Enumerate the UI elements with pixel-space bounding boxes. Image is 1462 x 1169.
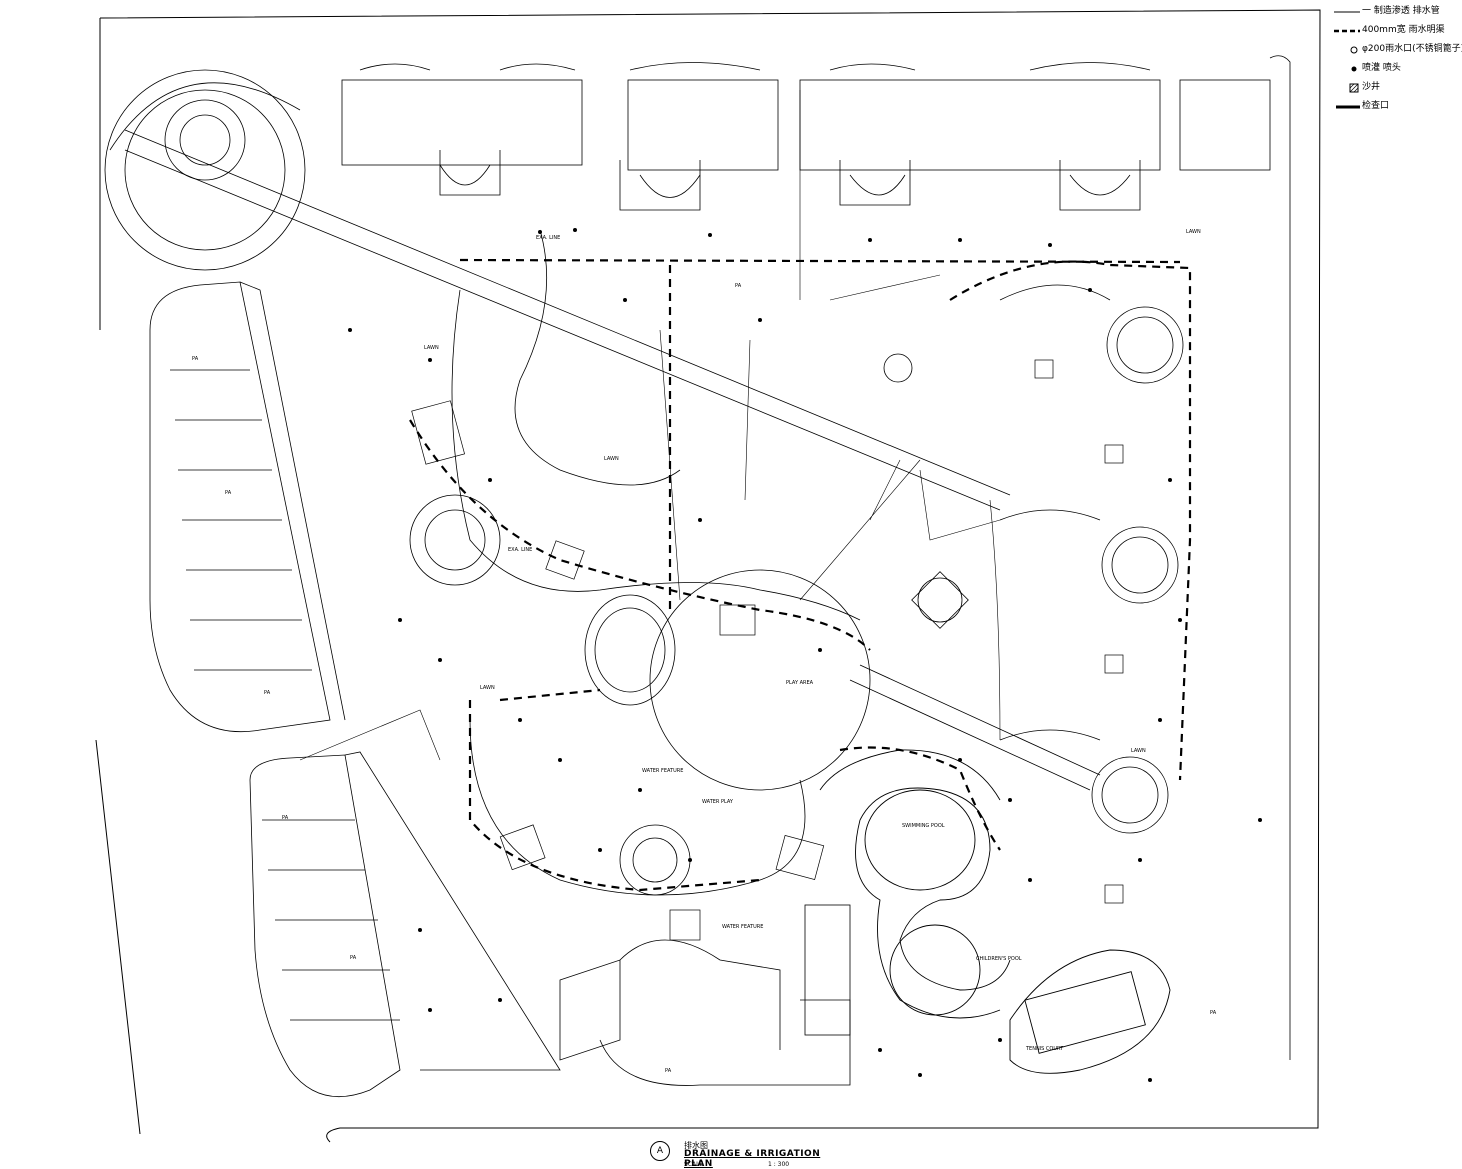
area-label-exa-line: EXA. LINE	[508, 547, 533, 553]
area-label-water-play: WATER PLAY	[702, 799, 733, 805]
central-garden	[409, 229, 871, 896]
scale-value: 1 : 300	[768, 1161, 790, 1168]
parking-strip-bottomleft	[249, 751, 561, 1097]
tennis-court	[1009, 949, 1171, 1074]
scale-label: SCALE	[684, 1161, 704, 1168]
legend-dashed-line-icon	[1334, 29, 1360, 33]
area-label-pa: PA	[1210, 1010, 1217, 1016]
site-boundary	[95, 9, 1321, 1143]
parking-strip-left	[149, 281, 346, 733]
area-label-swimming-pool: SWIMMING POOL	[902, 823, 945, 829]
area-label-pa: PA	[192, 356, 199, 362]
title-block: A 排水图 DRAINAGE & IRRIGATION PLAN SCALE 1…	[650, 1138, 850, 1169]
area-label-lawn: LAWN	[480, 685, 495, 691]
square-plaza	[883, 353, 969, 629]
legend-row: 检查口	[1332, 97, 1460, 116]
drawing-marker: A	[650, 1141, 670, 1161]
legend: 一 制造渗透 排水管 400mm宽 雨水明渠 φ200雨水口(不锈铜篦子) 喷灌…	[1332, 2, 1462, 116]
legend-row: φ200雨水口(不锈铜篦子)	[1332, 40, 1462, 59]
area-label-pa: PA	[225, 490, 232, 496]
site-grid-lines	[299, 90, 1001, 761]
drawing-title: DRAINAGE & IRRIGATION PLAN	[684, 1149, 821, 1169]
legend-label: 一 制造渗透 排水管	[1362, 6, 1440, 16]
area-label-childrens-pool: CHILDREN'S POOL	[976, 956, 1022, 962]
legend-circle-hollow-icon	[1350, 46, 1358, 54]
site-boundary-right	[1269, 55, 1291, 1060]
hatched-pavers	[411, 359, 1124, 941]
area-label-lawn: LAWN	[1131, 748, 1146, 754]
area-label-pa: PA	[350, 955, 357, 961]
legend-thick-line-icon	[1336, 105, 1360, 109]
drawing-title-cn: 排水图	[684, 1141, 708, 1150]
area-label-water-feature: WATER FEATURE	[722, 924, 764, 930]
irrigation-heads	[348, 228, 1262, 1082]
diagonal-walkway	[124, 129, 1101, 791]
area-label-tennis-court: TENNIS COURT	[1026, 1046, 1064, 1052]
building-block-top	[341, 62, 1271, 211]
area-label-lawn: LAWN	[1186, 229, 1201, 235]
legend-thin-line-icon	[1334, 11, 1360, 13]
drainage-channel-dashed	[409, 258, 1192, 892]
legend-row: 一 制造渗透 排水管	[1332, 2, 1460, 21]
east-roundabouts	[999, 284, 1184, 834]
area-label-pa: PA	[735, 283, 742, 289]
legend-row: 喷灌 喷头	[1332, 59, 1460, 78]
legend-hatched-square-icon	[1349, 83, 1359, 93]
area-label-exa-line: EXA. LINE	[536, 235, 561, 241]
legend-label: 检查口	[1362, 101, 1390, 111]
legend-row: 沙井	[1332, 78, 1460, 97]
building-block-south	[559, 904, 851, 1086]
legend-dot-filled-icon	[1351, 66, 1357, 72]
area-label-pa: PA	[665, 1068, 672, 1074]
legend-label: 沙井	[1362, 82, 1381, 92]
legend-label: 喷灌 喷头	[1362, 63, 1401, 73]
swimming-pool	[819, 749, 1011, 1019]
area-label-play-area: PLAY AREA	[786, 680, 814, 686]
legend-row: 400mm宽 雨水明渠	[1332, 21, 1460, 40]
area-label-water-feature: WATER FEATURE	[642, 768, 684, 774]
area-label-lawn: LAWN	[604, 456, 619, 462]
area-label-pa: PA	[264, 690, 271, 696]
area-label-lawn: LAWN	[424, 345, 439, 351]
area-label-pa: PA	[282, 815, 289, 821]
legend-label: 400mm宽 雨水明渠	[1362, 25, 1445, 35]
circular-plaza-topleft	[104, 69, 306, 271]
legend-label: φ200雨水口(不锈铜篦子)	[1362, 44, 1462, 54]
